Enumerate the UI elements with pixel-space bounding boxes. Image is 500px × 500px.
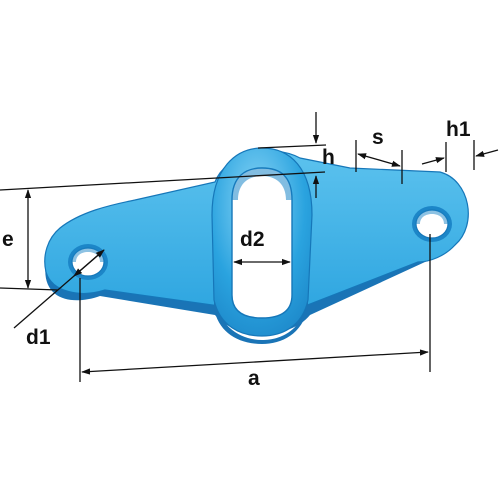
dim-e-extension-top <box>0 171 326 191</box>
label-d2: d2 <box>240 228 265 251</box>
dim-a-line <box>81 349 429 375</box>
label-d1: d1 <box>26 326 51 349</box>
dimension-lines <box>0 112 499 382</box>
left-hole <box>68 244 108 280</box>
label-a: a <box>248 367 260 390</box>
dim-d1-arrow <box>73 249 105 277</box>
label-h1: h1 <box>446 118 471 141</box>
dim-h1-arrow-left <box>421 157 445 165</box>
label-h: h <box>322 146 335 169</box>
dimension-labels: a e d1 d2 h h1 s <box>2 118 471 390</box>
dim-e-extension-bottom <box>0 287 59 291</box>
dim-s-line <box>357 153 401 167</box>
dim-h-extension-top <box>257 144 327 149</box>
label-e: e <box>2 228 14 251</box>
dim-h1-arrow-right <box>475 149 499 157</box>
label-s: s <box>372 126 384 149</box>
right-hole <box>412 206 452 242</box>
plate-side-face <box>45 214 464 334</box>
